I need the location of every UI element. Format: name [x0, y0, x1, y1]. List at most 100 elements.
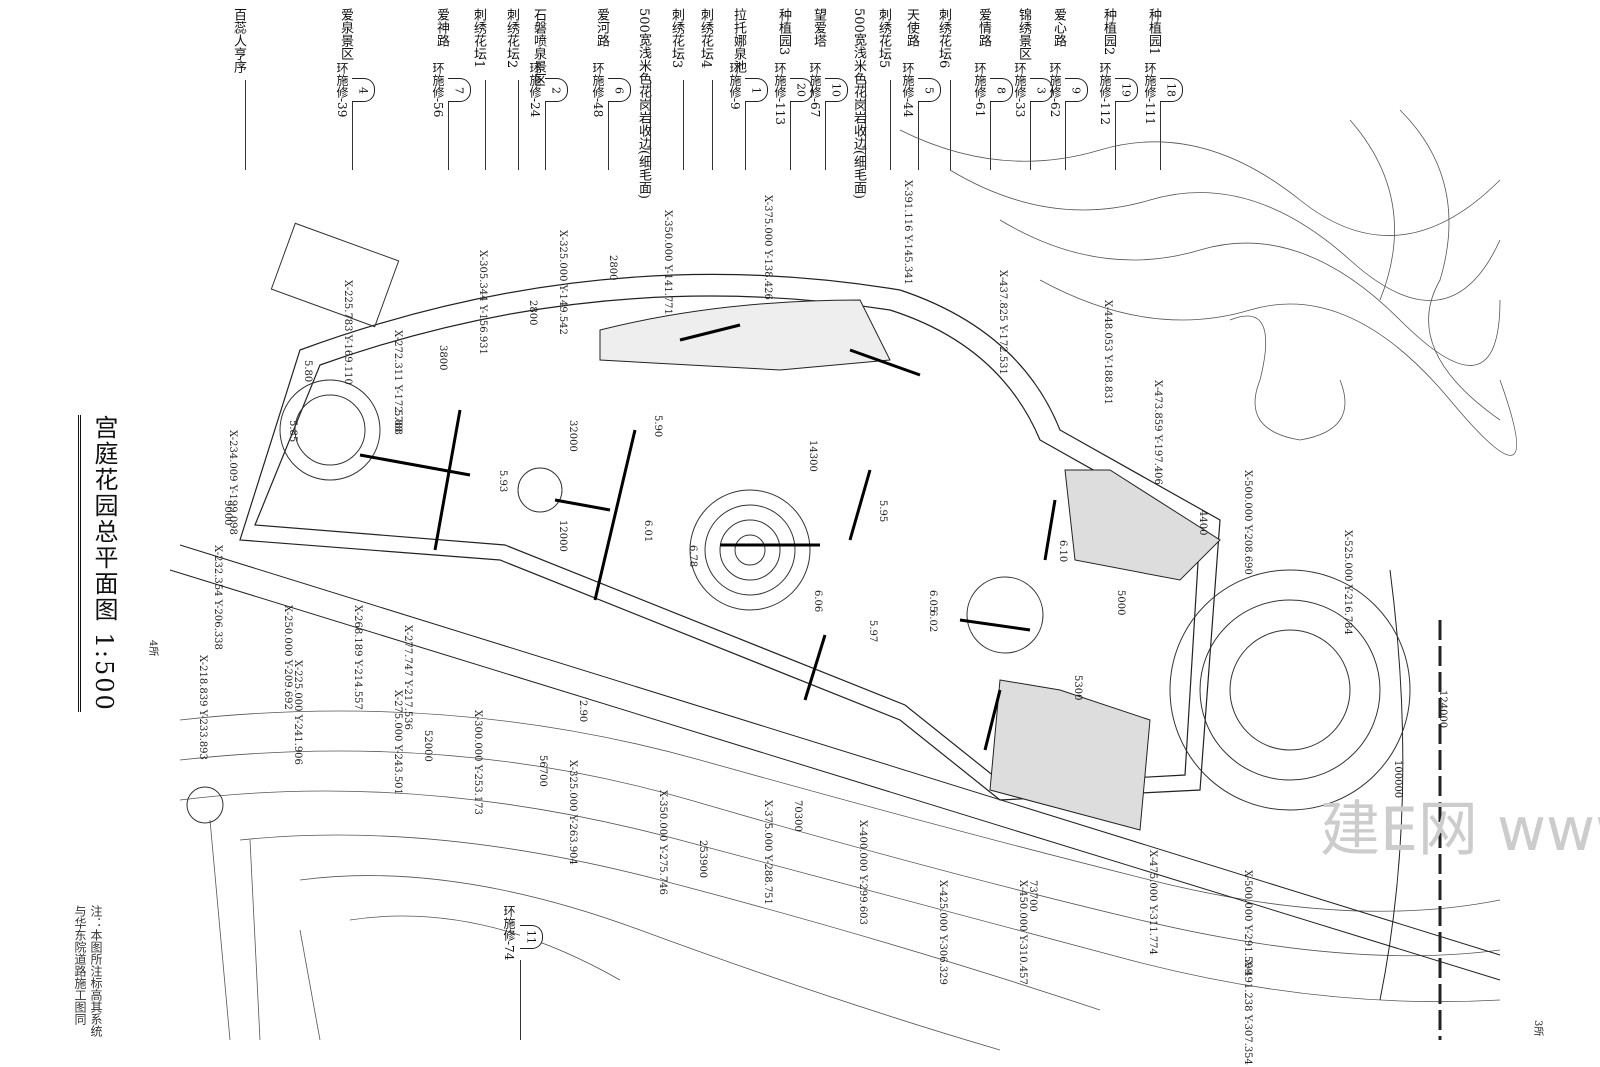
elevation-label: 6.10	[1057, 540, 1068, 562]
coordinate-label: X-500.000 Y-291.599	[1242, 870, 1253, 975]
leader-line	[518, 80, 519, 170]
coordinate-label: X-275.000 Y-243.501	[392, 690, 403, 795]
callout-ref: 环施修-112	[1098, 62, 1112, 125]
garden-outline	[169, 273, 1501, 1040]
callout-ref: 环施修-61	[973, 62, 987, 118]
leader-line	[712, 80, 713, 170]
callout-label: 刺绣花坛4	[698, 8, 713, 69]
roundabout-planting	[966, 576, 1044, 654]
leader-line	[545, 80, 546, 170]
callout-label: 爱情路	[976, 8, 991, 47]
callout-number: 20	[790, 78, 813, 102]
leader-line	[918, 80, 919, 170]
coordinate-label: X-448.053 Y-188.831	[1102, 300, 1113, 405]
watermark: 建E网 www.justeasy.cn	[1320, 795, 1600, 865]
callout-number: 1	[745, 78, 768, 102]
elevation-label: 5.88	[392, 410, 403, 432]
callout-label: 拉托娜泉池	[731, 8, 746, 73]
coordinate-label: X-305.344 Y-156.931	[477, 250, 488, 355]
callout-label: 刺绣花坛2	[504, 8, 519, 69]
coordinate-label: X-232.354 Y-206.338	[212, 545, 223, 650]
callout-number: 5	[918, 78, 941, 102]
coordinate-label: X-375.000 Y-138.426	[762, 195, 773, 300]
callout-ref: 环施修-48	[591, 62, 605, 118]
callout-number: 9	[1065, 78, 1088, 102]
coordinate-label: X-525.000 Y-216.784	[1342, 530, 1353, 635]
coordinate-label: X-350.000 Y-141.771	[662, 210, 673, 315]
coordinate-label: X-250.000 Y-209.692	[282, 605, 293, 710]
callout-ref: 环施修-33	[1013, 62, 1027, 118]
stone-fountain	[517, 467, 563, 513]
dimension-label: 9000	[222, 500, 233, 525]
coordinate-label: X-500.000 Y-208.690	[1242, 470, 1253, 575]
leader-line	[1115, 80, 1116, 170]
elevation-label: 6.02	[927, 610, 938, 632]
callout-number: 11	[520, 925, 543, 949]
elevation-label: 5.97	[867, 620, 878, 642]
coordinate-label: X-473.859 Y-197.406	[1152, 380, 1163, 485]
callout-label: 爱河路	[594, 8, 609, 47]
flow-arrows	[359, 323, 1057, 751]
callout-number: 7	[448, 78, 471, 102]
dimension-label: 32000	[567, 420, 578, 452]
contour-lines	[179, 109, 1518, 1051]
leader-line	[245, 80, 246, 170]
dimension-label: 73700	[1027, 880, 1038, 912]
leader-line	[990, 80, 991, 170]
leader-line	[608, 80, 609, 170]
elevation-label: 5.90	[652, 415, 663, 437]
leader-line	[745, 80, 746, 170]
elevation-label: 5.95	[877, 500, 888, 522]
leader-line	[1030, 80, 1031, 170]
dimension-label: 2800	[607, 255, 618, 280]
callout-number: 3	[1030, 78, 1053, 102]
coordinate-label: X-218.839 Y-233.893	[197, 655, 208, 760]
callout-ref: 环施修-62	[1048, 62, 1062, 118]
coordinate-label: X-400.000 Y-299.603	[857, 820, 868, 925]
coordinate-label: X-475.000 Y-311.774	[1147, 850, 1158, 955]
elevation-label: 5.85	[287, 420, 298, 442]
coordinate-label: X-325.000 Y-263.904	[567, 760, 578, 865]
dimension-label: 5300	[1072, 675, 1083, 700]
callout-label: 锦绣景区	[1016, 8, 1031, 60]
dimension-label: 4400	[1197, 510, 1208, 535]
dimension-label: 3800	[437, 345, 448, 370]
note-line-2: 与华东院道路施工图同	[73, 905, 87, 1025]
tree	[186, 786, 224, 824]
leader-line	[825, 80, 826, 170]
coordinate-label: X-375.000 Y-288.751	[762, 800, 773, 905]
callout-label: 种植园2	[1101, 8, 1116, 56]
callout-label: 百蕊人亨序	[231, 8, 246, 73]
elevation-label: 2.90	[577, 700, 588, 722]
leader-line	[1065, 80, 1066, 170]
aiquan-plaza	[279, 379, 381, 481]
latona-fountain	[689, 489, 811, 611]
dimension-label: 56700	[537, 755, 548, 787]
leader-line	[683, 80, 684, 170]
callout-label: 刺绣花坛6	[936, 8, 951, 69]
callout-number: 18	[1160, 78, 1183, 102]
leader-line	[448, 80, 449, 170]
callout-ref: 环施修-24	[528, 62, 542, 118]
dimension-label: 5000	[1115, 590, 1126, 615]
coordinate-label: X-225.000 Y-241.906	[292, 660, 303, 765]
pavilion	[270, 222, 400, 328]
coordinate-label: X-450.000 Y-310.457	[1017, 880, 1028, 985]
callout-label: 爱心路	[1051, 8, 1066, 47]
dimension-label: 2800	[527, 300, 538, 325]
planting-areas	[599, 299, 1221, 831]
leader-line	[890, 80, 891, 170]
callout-label: 望爱塔	[811, 8, 826, 47]
drawing-note: 注：本图所注标高其系统 与华东院道路施工图同	[72, 905, 104, 1037]
coordinate-label: X-272.311 Y-172.788	[392, 330, 403, 435]
callout-label: 种植园1	[1146, 8, 1161, 56]
coordinate-label: X-277.747 Y-217.536	[402, 625, 413, 730]
elevation-label: 6.05	[927, 590, 938, 612]
section-mark-3: 3所	[1532, 1020, 1544, 1036]
leader-line	[790, 80, 791, 170]
amphitheater	[1169, 569, 1411, 811]
callout-number: 19	[1115, 78, 1138, 102]
coordinate-label: X-234.009 Y-199.098	[227, 430, 238, 535]
